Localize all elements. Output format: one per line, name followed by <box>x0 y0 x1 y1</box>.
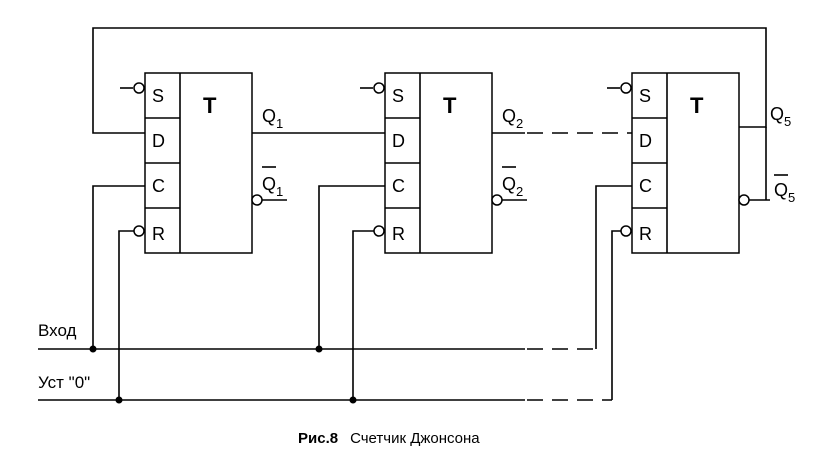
flipflop-1-pin-s: S <box>152 86 164 106</box>
figure-caption-number: Рис.8 <box>298 430 338 447</box>
wire-clock-to-c1 <box>92 185 145 349</box>
wire-reset-to-r5 <box>611 230 621 400</box>
flipflop-2-type-label: T <box>443 93 457 118</box>
wiring <box>38 27 767 404</box>
flipflop-2-s-bubble <box>373 82 385 94</box>
flipflop-5-pin-c: C <box>639 176 652 196</box>
flipflop-5-qbar-label: Q <box>774 180 788 200</box>
flipflop-2: S D C R T Q 2 Q 2 <box>360 72 527 254</box>
clock-input-label: Вход <box>38 321 77 340</box>
figure-caption-title: Счетчик Джонсона <box>350 430 480 447</box>
flipflop-1-qbar-subscript: 1 <box>276 184 283 199</box>
flipflop-1-q-label: Q <box>262 106 276 126</box>
flipflop-5-qbar-bubble <box>738 194 750 206</box>
flipflop-2-pin-d: D <box>392 131 405 151</box>
flipflop-2-pin-c: C <box>392 176 405 196</box>
flipflop-5-pin-r: R <box>639 224 652 244</box>
flipflop-5-type-label: T <box>690 93 704 118</box>
flipflop-5-s-bubble <box>620 82 632 94</box>
wire-reset-to-r2 <box>352 230 374 400</box>
wire-clock-to-c2 <box>318 185 385 349</box>
flipflop-5-r-bubble <box>620 225 632 237</box>
flipflop-2-r-bubble <box>373 225 385 237</box>
flipflop-1-pin-r: R <box>152 224 165 244</box>
flipflop-1-r-bubble <box>133 225 145 237</box>
wire-feedback-q5-to-d1 <box>92 27 767 134</box>
flipflop-1: S D C R T Q 1 Q 1 <box>120 72 287 254</box>
flipflop-2-pin-r: R <box>392 224 405 244</box>
flipflop-5-qbar-subscript: 5 <box>788 190 795 205</box>
flipflop-2-qbar-subscript: 2 <box>516 184 523 199</box>
flipflop-5: S D C R T Q 5 Q 5 <box>607 72 795 254</box>
flipflop-2-qbar-label: Q <box>502 174 516 194</box>
flipflop-5-pin-s: S <box>639 86 651 106</box>
flipflop-1-s-bubble <box>133 82 145 94</box>
flipflop-2-qbar-bubble <box>491 194 503 206</box>
flipflop-1-pin-c: C <box>152 176 165 196</box>
wire-reset-to-r1 <box>118 230 134 400</box>
junction-dot <box>89 345 97 353</box>
reset-input-label: Уст "0" <box>38 373 90 392</box>
flipflop-1-qbar-bubble <box>251 194 263 206</box>
junction-dot <box>115 396 123 404</box>
junction-dot <box>349 396 357 404</box>
flipflop-2-q-label: Q <box>502 106 516 126</box>
flipflop-1-pin-d: D <box>152 131 165 151</box>
wire-clock-to-c5 <box>595 185 632 349</box>
flipflop-1-q-subscript: 1 <box>276 116 283 131</box>
flipflop-1-qbar-label: Q <box>262 174 276 194</box>
flipflop-1-type-label: T <box>203 93 217 118</box>
flipflop-2-pin-s: S <box>392 86 404 106</box>
flipflop-5-q-label: Q <box>770 104 784 124</box>
flipflop-5-pin-d: D <box>639 131 652 151</box>
flipflop-2-q-subscript: 2 <box>516 116 523 131</box>
flipflop-5-q-subscript: 5 <box>784 114 791 129</box>
junction-dot <box>315 345 323 353</box>
figure-caption: Рис.8 Счетчик Джонсона <box>298 430 480 447</box>
